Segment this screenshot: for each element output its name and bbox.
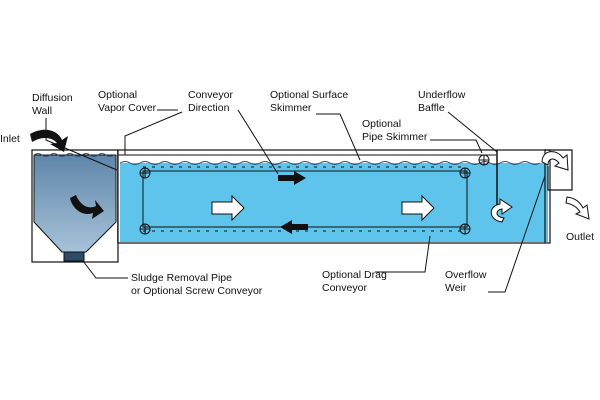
water-body [120, 163, 548, 242]
vapor-cover-label: Optional Vapor Cover [98, 89, 157, 114]
surface-skimmer-label: Optional Surface Skimmer [270, 89, 351, 114]
outlet-label: Outlet [566, 231, 594, 243]
inlet-label: Inlet [0, 133, 20, 145]
conveyor-direction-label: Conveyor Direction [188, 89, 236, 114]
pipe-skimmer-label: Optional Pipe Skimmer [362, 118, 428, 143]
sprocket-top-right [459, 167, 471, 179]
flow-arrow-right-icon [401, 194, 435, 222]
flow-arrow-left-icon [280, 220, 308, 234]
sprocket-bottom-right [459, 223, 471, 235]
leader-lines [45, 109, 546, 293]
sludge-pipe-label: Sludge Removal Pipe or Optional Screw Co… [131, 272, 263, 297]
sprocket-bottom-left [139, 223, 151, 235]
curved-flow-arrow-icon [70, 195, 104, 219]
inlet-arrow-icon [30, 129, 68, 152]
overflow-weir [544, 149, 573, 243]
diffusion-wall-label: Diffusion Wall [32, 92, 76, 117]
sprocket-top-left [139, 167, 151, 179]
outlet-arrow-icon [565, 196, 590, 220]
curved-flow-arrow-icon [490, 198, 513, 223]
underflow-baffle-label: Underflow Baffle [418, 89, 468, 114]
curved-flow-arrow-icon [541, 151, 569, 171]
flow-arrow-right-icon [278, 171, 306, 185]
main-tank [117, 149, 551, 244]
overflow-weir-label: Overflow Weir [445, 269, 489, 294]
drag-conveyor-label: Optional Drag Conveyor [322, 269, 390, 294]
pipe-skimmer [478, 154, 490, 166]
flow-arrow-right-icon [211, 194, 245, 222]
water-surface [119, 161, 541, 165]
